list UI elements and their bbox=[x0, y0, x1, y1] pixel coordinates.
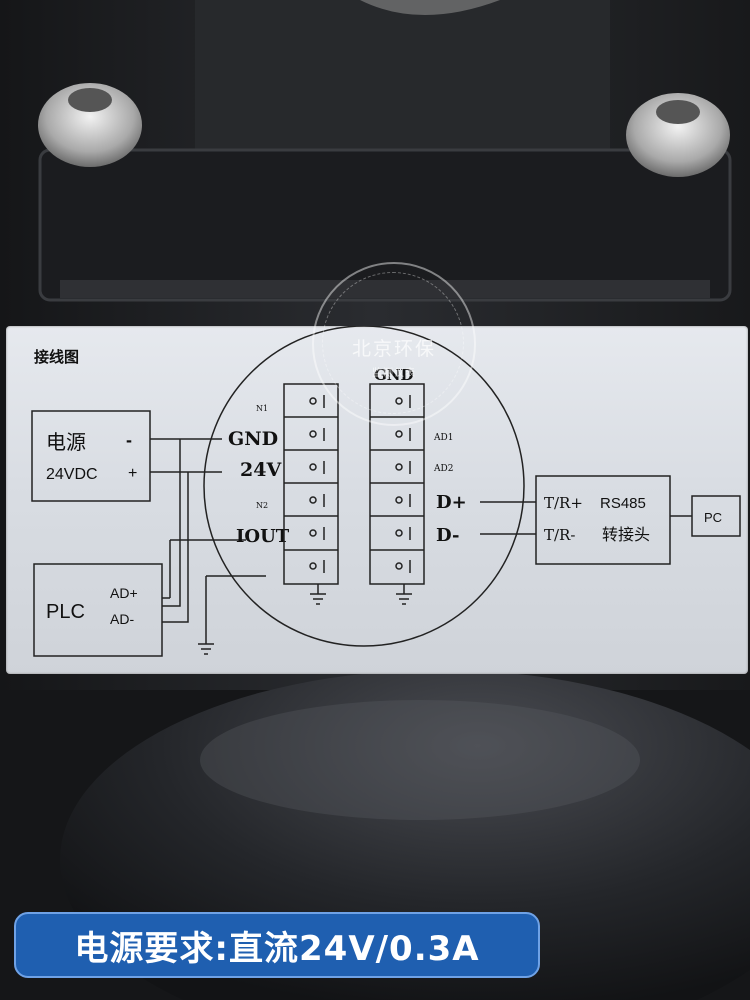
terminal-dminus: D- bbox=[436, 525, 459, 546]
plc-box bbox=[33, 563, 163, 657]
power-plus: + bbox=[128, 465, 137, 482]
terminal-ad2: AD2 bbox=[433, 464, 453, 474]
left-screw bbox=[38, 83, 142, 167]
power-voltage: 24VDC bbox=[46, 466, 98, 483]
right-screw bbox=[626, 93, 730, 177]
terminal-iout: IOUT bbox=[236, 526, 290, 547]
terminal-24v: 24V bbox=[240, 459, 282, 481]
power-box bbox=[31, 410, 151, 502]
terminal-n1: N1 bbox=[256, 404, 268, 413]
rs485-converter-box bbox=[535, 475, 671, 565]
terminal-gnd: GND bbox=[228, 428, 278, 450]
terminal-ad1: AD1 bbox=[433, 433, 453, 443]
right-terminal-block bbox=[369, 383, 425, 605]
watermark-line2: 监测仪表 bbox=[372, 368, 416, 379]
plc-label: PLC bbox=[46, 601, 85, 623]
converter-tr-plus: T/R+ bbox=[544, 494, 583, 512]
pc-box bbox=[691, 495, 741, 537]
pc-label: PC bbox=[704, 510, 722, 525]
diagram-title: 接线图 bbox=[34, 348, 79, 366]
sensor-circle bbox=[203, 326, 525, 647]
power-minus: - bbox=[126, 430, 132, 450]
left-terminal-block bbox=[283, 383, 339, 605]
watermark-seal: 北京环保 监测仪表 bbox=[312, 262, 476, 426]
converter-tr-minus: T/R- bbox=[544, 526, 575, 544]
terminal-n2: N2 bbox=[256, 501, 268, 510]
plc-ad-plus: AD+ bbox=[110, 585, 138, 601]
converter-adapter: 转接头 bbox=[602, 526, 650, 544]
power-requirement-banner: 电源要求:直流24V/0.3A bbox=[14, 912, 540, 978]
plc-ad-minus: AD- bbox=[110, 611, 134, 627]
upper-block bbox=[195, 0, 610, 160]
power-label: 电源 bbox=[46, 431, 86, 454]
converter-rs485: RS485 bbox=[600, 495, 646, 512]
terminal-dplus: D+ bbox=[436, 492, 467, 513]
power-requirement-text: 电源要求:直流24V/0.3A bbox=[74, 928, 480, 969]
watermark-line1: 北京环保 bbox=[351, 338, 436, 360]
